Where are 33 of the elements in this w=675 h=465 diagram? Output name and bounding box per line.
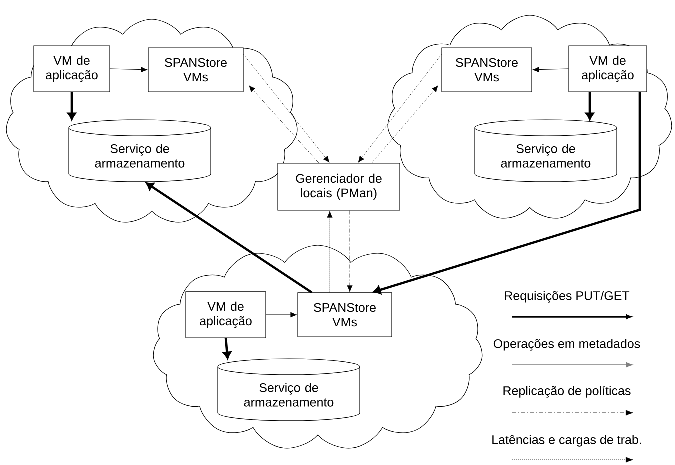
- arrow: [372, 86, 438, 164]
- arrow: [223, 338, 232, 360]
- node-label: Serviço de armazenamento: [95, 144, 185, 168]
- cloud: [153, 245, 483, 449]
- cloud: [6, 19, 298, 223]
- arrow: [249, 86, 320, 164]
- process-box: VM de aplicação: [568, 46, 648, 92]
- arrow: [586, 92, 594, 120]
- arrow: [68, 92, 76, 120]
- storage-cylinder: Serviço de armazenamento: [474, 120, 618, 182]
- arrow: [327, 211, 333, 293]
- legend-label: Replicação de políticas: [504, 386, 631, 398]
- arrow: [358, 54, 442, 163]
- process-box: SPANStore VMs: [442, 48, 532, 92]
- cloud: [388, 15, 672, 219]
- arrow: [347, 210, 353, 292]
- arrow: [532, 67, 569, 73]
- node-label: Serviço de armazenamento: [501, 144, 591, 168]
- legend-label: Requisições PUT/GET: [505, 291, 630, 303]
- arrow: [110, 67, 148, 73]
- legend-label: Latências e cargas de trab.: [492, 435, 642, 447]
- arrow: [146, 182, 313, 294]
- storage-cylinder: Serviço de armazenamento: [68, 120, 212, 182]
- storage-cylinder: Serviço de armazenamento: [218, 358, 360, 422]
- process-box: SPANStore VMs: [148, 48, 244, 92]
- process-box: SPANStore VMs: [298, 292, 392, 338]
- process-box: VM de aplicação: [34, 46, 110, 92]
- arrow: [373, 92, 642, 294]
- process-box: VM de aplicação: [186, 292, 266, 338]
- process-box: Gerenciador de locais (PMan): [278, 163, 400, 211]
- arrow: [266, 312, 298, 318]
- node-label: Serviço de armazenamento: [244, 383, 334, 407]
- legend-label: Operações em metadados: [494, 339, 640, 351]
